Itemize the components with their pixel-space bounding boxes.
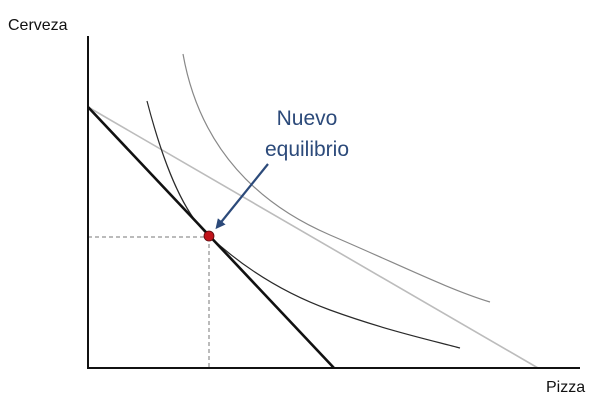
- annotation-arrow: [215, 163, 269, 230]
- annotation-line-2: equilibrio: [265, 138, 349, 161]
- x-axis-label: Pizza: [546, 379, 585, 396]
- annotation-line-1: Nuevo: [277, 107, 338, 130]
- y-axis-label: Cerveza: [8, 17, 68, 34]
- inner-indifference-curve: [146, 100, 461, 349]
- equilibrium-point: [203, 230, 215, 242]
- original-budget-line: [87, 106, 539, 369]
- outer-indifference-curve: [182, 53, 491, 303]
